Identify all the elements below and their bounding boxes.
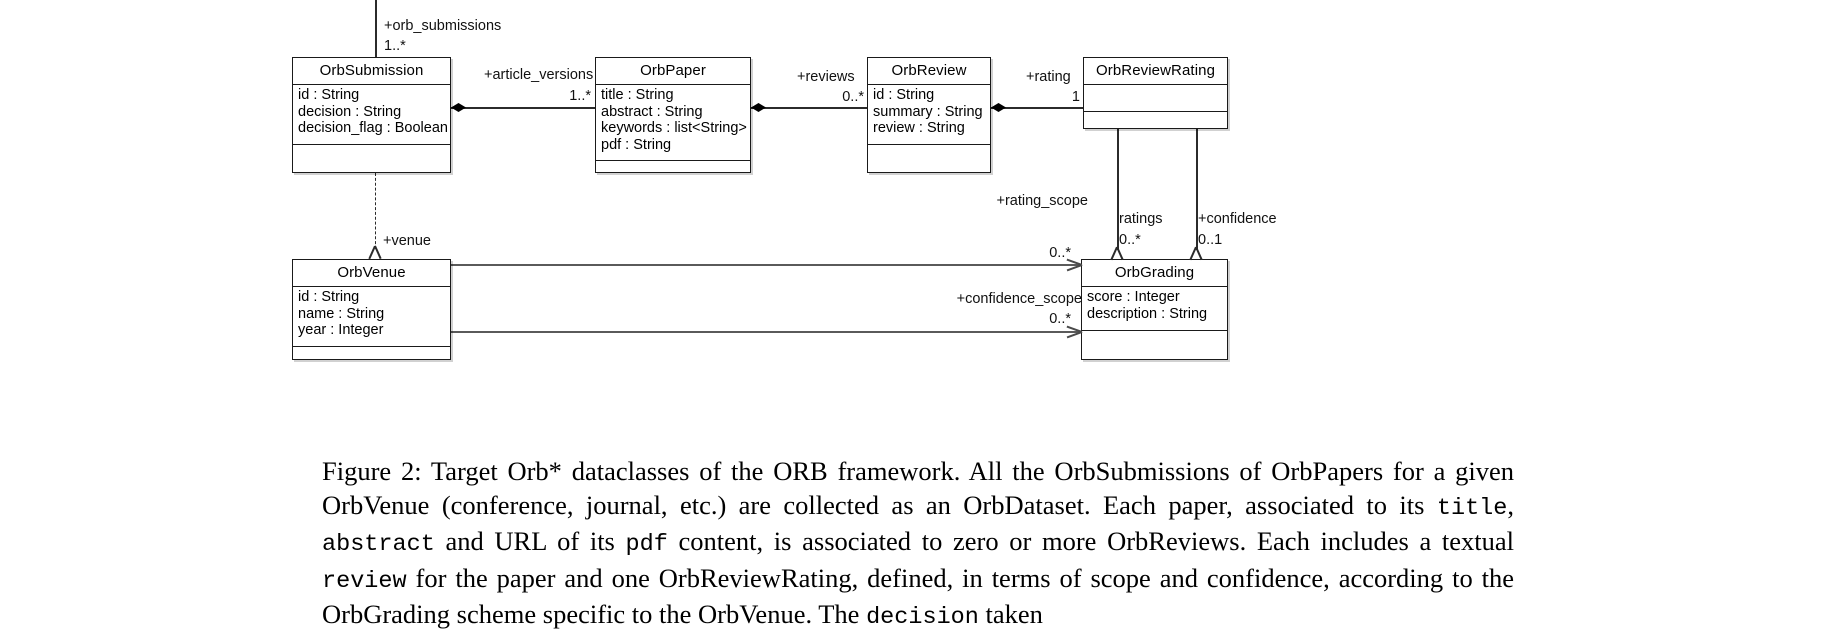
composition-diamond-review-rating xyxy=(991,103,1006,112)
edge-label-reviews-multiplicity: 0..* xyxy=(842,89,864,105)
class-name-orb-review: OrbReview xyxy=(868,58,990,85)
edge-label-confidence-role: +confidence xyxy=(1198,211,1277,227)
attribute: keywords : list<String> xyxy=(601,120,747,136)
attribute: abstract : String xyxy=(601,103,703,120)
arrowhead-venue xyxy=(368,246,382,259)
caption-text: Figure 2: Target Orb* dataclasses of the… xyxy=(322,456,1514,520)
edge-label-ratings-multiplicity: 0..* xyxy=(1119,232,1141,248)
class-box-orb-paper[interactable]: OrbPaper title : String abstract : Strin… xyxy=(595,57,751,173)
caption-code-term: pdf xyxy=(625,531,668,558)
connector-venue-dashed xyxy=(375,173,376,249)
arrowhead-confidence-scope xyxy=(1066,324,1081,340)
connector-rating xyxy=(991,107,1083,109)
class-attributes-orb-review-rating xyxy=(1084,85,1227,112)
edge-label-rating-scope-role: +rating_scope xyxy=(996,193,1089,209)
caption-code-term: review xyxy=(322,567,407,595)
figure-caption: Figure 2: Target Orb* dataclasses of the… xyxy=(322,455,1514,635)
class-attributes-orb-submission: id : String decision : String decision_f… xyxy=(293,85,450,145)
class-box-orb-grading[interactable]: OrbGrading score : Integer description :… xyxy=(1081,259,1228,360)
attribute: year : Integer xyxy=(298,322,384,338)
edge-label-confidence-scope-multiplicity: 0..* xyxy=(1049,311,1071,327)
edge-label-article-versions-multiplicity: 1..* xyxy=(569,88,591,104)
class-name-orb-submission: OrbSubmission xyxy=(293,58,450,85)
class-attributes-orb-venue: id : String name : String year : Integer xyxy=(293,287,450,347)
class-operations-orb-venue xyxy=(293,347,450,361)
caption-code-term: title xyxy=(1436,494,1508,522)
class-attributes-orb-grading: score : Integer description : String xyxy=(1082,287,1227,331)
class-operations-orb-grading xyxy=(1082,331,1227,345)
connector-rating-scope xyxy=(450,264,1080,266)
caption-code-term: abstract xyxy=(322,531,435,558)
attribute: score : Integer xyxy=(1087,289,1180,305)
class-operations-orb-submission xyxy=(293,145,450,159)
class-operations-orb-review xyxy=(868,145,990,159)
uml-class-diagram: +orb_submissions 1..* +article_versions … xyxy=(0,0,1836,440)
class-name-orb-review-rating: OrbReviewRating xyxy=(1084,58,1227,85)
connector-confidence-vertical xyxy=(1196,129,1198,250)
edge-label-confidence-multiplicity: 0..1 xyxy=(1198,232,1223,248)
class-name-orb-paper: OrbPaper xyxy=(596,58,750,85)
connector-ratings-vertical xyxy=(1117,129,1119,250)
edge-label-orb-submissions-role: +orb_submissions xyxy=(384,18,502,34)
class-attributes-orb-paper: title : String abstract : String keyword… xyxy=(596,85,750,161)
edge-label-rating-multiplicity: 1 xyxy=(1071,89,1080,105)
attribute: id : String xyxy=(873,87,935,103)
caption-text: and URL of its xyxy=(434,526,626,556)
arrowhead-ratings xyxy=(1110,247,1124,260)
caption-text: , xyxy=(1507,489,1514,520)
class-name-orb-grading: OrbGrading xyxy=(1082,260,1227,287)
class-box-orb-venue[interactable]: OrbVenue id : String name : String year … xyxy=(292,259,451,360)
connector-confidence-scope xyxy=(450,331,1080,333)
attribute: name : String xyxy=(298,305,385,322)
edge-label-orb-submissions-multiplicity: 1..* xyxy=(384,38,406,54)
class-operations-orb-paper xyxy=(596,161,750,175)
connector-orb-submissions-vertical xyxy=(375,0,377,58)
class-operations-orb-review-rating xyxy=(1084,112,1227,126)
attribute: pdf : String xyxy=(601,136,672,153)
caption-text: taken xyxy=(978,599,1043,629)
edge-label-rating-role: +rating xyxy=(1026,69,1071,85)
class-attributes-orb-review: id : String summary : String review : St… xyxy=(868,85,990,145)
attribute: decision : String xyxy=(298,103,402,120)
class-box-orb-review[interactable]: OrbReview id : String summary : String r… xyxy=(867,57,991,173)
attribute: id : String xyxy=(298,289,360,305)
composition-diamond-submission-paper xyxy=(451,103,466,112)
edge-label-confidence-scope-role: +confidence_scope xyxy=(956,291,1082,307)
connector-reviews xyxy=(751,107,867,109)
connector-article-versions xyxy=(451,107,595,109)
attribute: description : String xyxy=(1087,305,1208,322)
attribute: decision_flag : Boolean xyxy=(298,120,448,136)
class-box-orb-submission[interactable]: OrbSubmission id : String decision : Str… xyxy=(292,57,451,173)
arrowhead-rating-scope xyxy=(1066,257,1081,273)
caption-code-term: decision xyxy=(866,604,979,631)
attribute: title : String xyxy=(601,87,674,103)
edge-label-article-versions-role: +article_versions xyxy=(484,67,594,83)
composition-diamond-paper-review xyxy=(751,103,766,112)
arrowhead-confidence xyxy=(1189,247,1203,260)
edge-label-reviews-role: +reviews xyxy=(797,69,855,85)
class-box-orb-review-rating[interactable]: OrbReviewRating xyxy=(1083,57,1228,129)
edge-label-venue-role: +venue xyxy=(383,233,431,249)
attribute: id : String xyxy=(298,87,360,103)
edge-label-ratings-role: ratings xyxy=(1119,211,1163,227)
attribute: review : String xyxy=(873,120,965,136)
attribute: summary : String xyxy=(873,103,983,120)
class-name-orb-venue: OrbVenue xyxy=(293,260,450,287)
caption-text: content, is associated to zero or more O… xyxy=(667,526,1514,556)
edge-label-rating-scope-multiplicity: 0..* xyxy=(1049,245,1071,261)
